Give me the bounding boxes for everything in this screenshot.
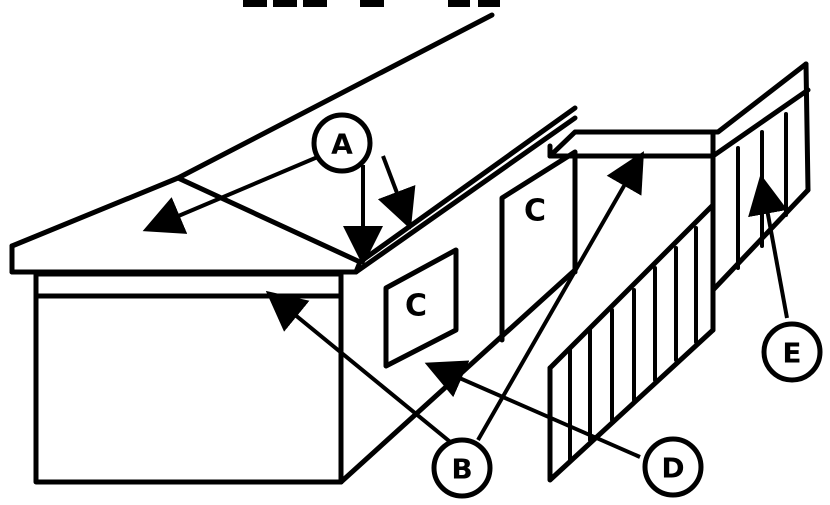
callout-b: B — [431, 437, 493, 499]
panel-c-left-label: C — [405, 289, 427, 324]
callout-d: D — [642, 436, 704, 498]
panel-c-left: C — [383, 247, 459, 369]
callout-d-label: D — [661, 452, 684, 485]
panel-c-right-label: C — [524, 194, 546, 229]
upper-extension — [547, 61, 811, 193]
batten-siding-lower — [547, 202, 716, 483]
callout-e: E — [761, 321, 823, 383]
leader-arrows — [142, 151, 789, 459]
callout-e-label: E — [782, 337, 801, 370]
roof — [9, 12, 578, 275]
callout-a-label: A — [331, 128, 353, 161]
panel-c-right: C — [499, 149, 578, 343]
callout-b-label: B — [451, 453, 472, 486]
cropped-header-marks — [243, 0, 500, 7]
front-block — [33, 271, 344, 485]
batten-siding-upper — [710, 112, 811, 333]
callout-a: A — [311, 112, 373, 174]
